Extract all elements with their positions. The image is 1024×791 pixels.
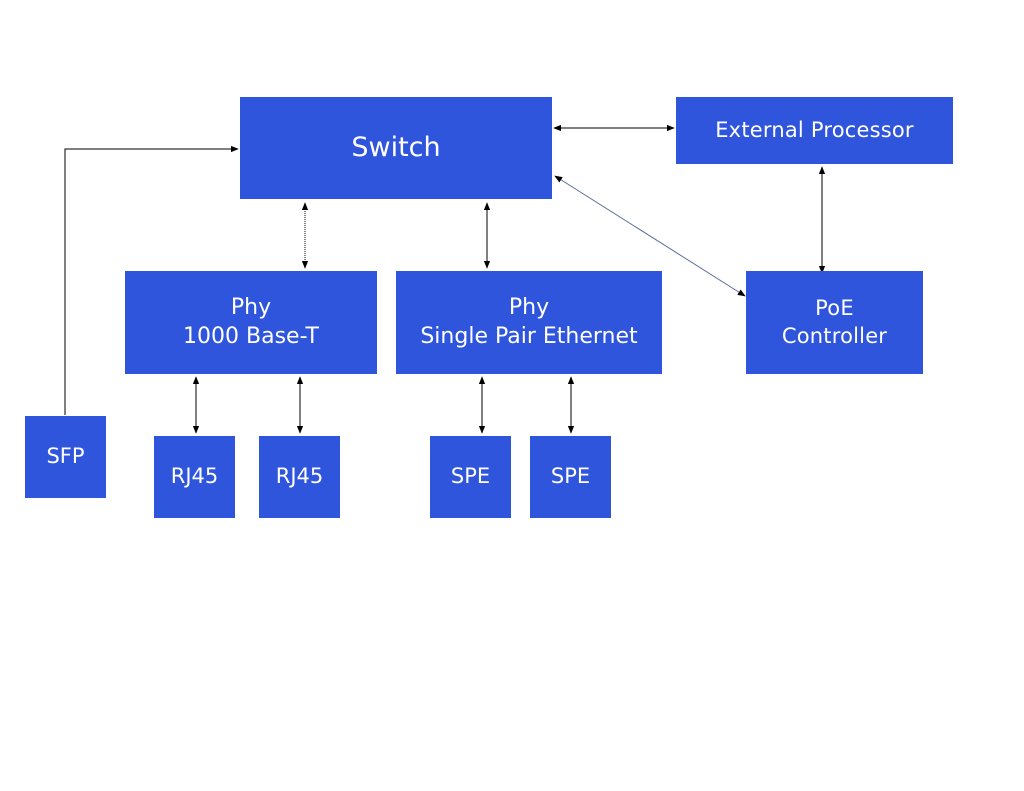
external-processor-block: External Processor <box>676 97 953 164</box>
spe-block-a: SPE <box>430 436 511 518</box>
phy-1000-label-line2: 1000 Base-T <box>183 323 319 349</box>
phy-1000-label-line1: Phy <box>230 294 272 320</box>
sfp-label: SFP <box>46 444 85 469</box>
connector-sfp-switch <box>64 145 239 415</box>
spe-a-label: SPE <box>450 464 491 489</box>
connector-switch-poe <box>554 175 746 297</box>
rj45-block-a: RJ45 <box>154 436 235 518</box>
spe-block-b: SPE <box>530 436 611 518</box>
rj45-a-label: RJ45 <box>170 464 219 489</box>
switch-block: Switch <box>240 97 552 199</box>
external-processor-label: External Processor <box>715 117 914 142</box>
phy-spe-label-line1: Phy <box>508 294 550 320</box>
phy-spe-label-line2: Single Pair Ethernet <box>420 323 638 349</box>
poe-label-line2: Controller <box>781 323 888 348</box>
rj45-block-b: RJ45 <box>259 436 340 518</box>
sfp-block: SFP <box>25 416 106 498</box>
poe-controller-block: PoE Controller <box>746 271 923 374</box>
phy-single-pair-ethernet-block: Phy Single Pair Ethernet <box>396 271 662 374</box>
switch-label: Switch <box>351 132 441 164</box>
phy-1000-base-t-block: Phy 1000 Base-T <box>125 271 377 374</box>
rj45-b-label: RJ45 <box>275 464 324 489</box>
spe-b-label: SPE <box>550 464 591 489</box>
poe-label-line1: PoE <box>815 296 854 321</box>
